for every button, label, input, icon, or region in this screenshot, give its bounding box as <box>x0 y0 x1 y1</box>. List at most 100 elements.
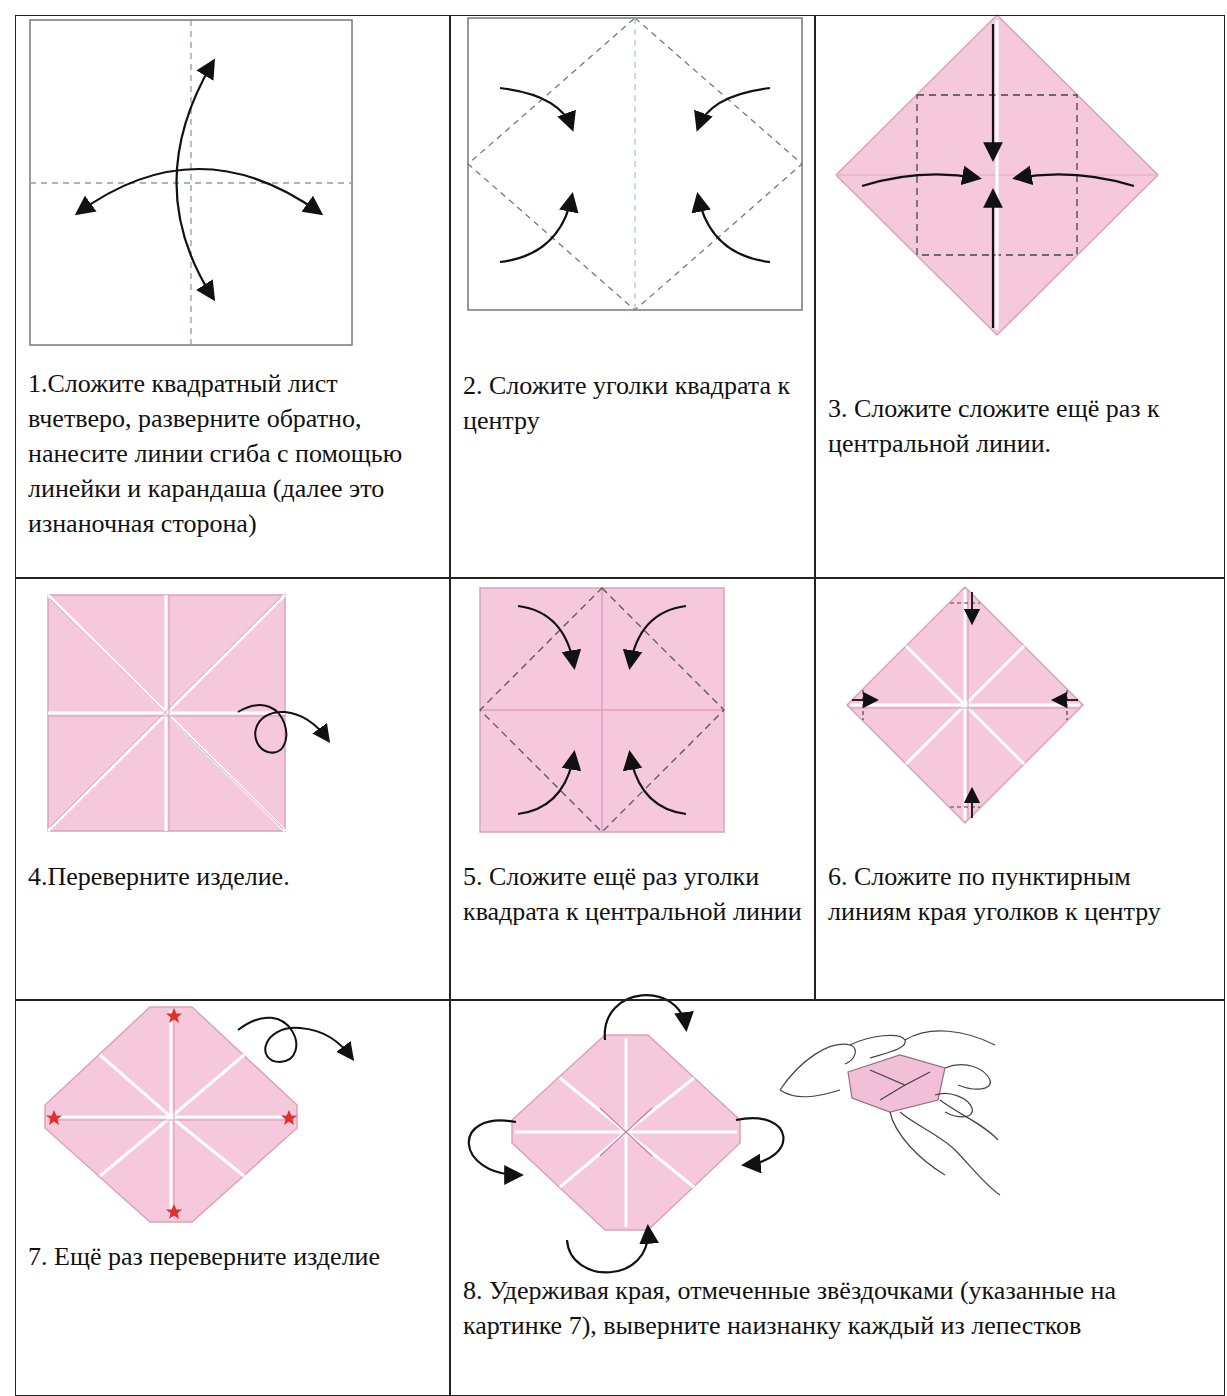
step7-octagon-part-part <box>171 1117 244 1176</box>
step4-square-part-part <box>50 597 281 827</box>
step6-diamond-part-part <box>906 705 965 764</box>
step6-diamond-part-part <box>965 705 1024 764</box>
step8-octagon-part <box>512 1035 740 1230</box>
step5-square-part <box>480 588 724 832</box>
hands-sketch-part <box>870 1070 930 1100</box>
step3-diamond-part <box>992 192 994 328</box>
step5-square <box>480 588 724 832</box>
step4-square-part <box>48 595 285 831</box>
step5-square-part <box>630 754 686 814</box>
step8-octagon-part-part <box>600 1108 652 1156</box>
step2-square-part <box>635 18 636 310</box>
step6-diamond <box>847 587 1083 823</box>
step6-diamond-part-part <box>950 806 980 807</box>
step8-octagon-part <box>567 1228 648 1272</box>
step8-octagon-part-part <box>560 1078 626 1132</box>
step6-diamond-part-part <box>906 646 965 705</box>
step7-octagon-part <box>48 1010 294 1219</box>
step-caption: 2. Сложите уголки квадрата к центру <box>463 368 804 438</box>
step6-diamond-part <box>971 790 973 818</box>
step4-square-part-part <box>48 595 285 831</box>
step-caption: 3. Сложите сложите ещё раз к центральной… <box>828 391 1214 461</box>
hands-sketch-part <box>850 1035 905 1058</box>
step7-octagon-part <box>166 1204 182 1219</box>
step2-square-part <box>468 18 802 310</box>
step-cell: 3. Сложите сложите ещё раз к центральной… <box>815 15 1225 578</box>
step5-square-part <box>630 606 686 666</box>
step-caption: 5. Сложите ещё раз уголки квадрата к цен… <box>463 859 804 929</box>
step5-square-part <box>480 709 724 711</box>
step-cell: 7. Ещё раз переверните изделие <box>15 1000 450 1396</box>
hands-sketch-part <box>905 1031 998 1140</box>
step8-octagon-part <box>600 1108 652 1156</box>
step-caption: 6. Сложите по пунктирным линиям края уго… <box>828 859 1214 929</box>
step4-square-part-part <box>48 595 285 831</box>
step1-square-part <box>177 62 214 298</box>
step8-octagon-part-part <box>600 1108 652 1156</box>
step5-square-part <box>518 606 574 666</box>
step4-square-part <box>48 595 285 831</box>
step8-octagon-part-part <box>626 1132 694 1187</box>
step6-diamond-part <box>847 587 1083 823</box>
step3-diamond-part <box>992 24 994 158</box>
step2-square-part <box>698 88 770 128</box>
step7-octagon-part <box>166 1008 182 1023</box>
step3-diamond-part <box>862 174 978 186</box>
step2-square-part <box>468 18 802 310</box>
step4-square-part <box>48 595 285 831</box>
step-cell: 1.Сложите квадратный лист вчетверо, разв… <box>15 15 450 578</box>
step6-diamond-part-part <box>950 602 980 603</box>
step1-square-part <box>190 20 191 345</box>
step6-diamond-part-part <box>862 690 863 720</box>
step7-octagon-part-part <box>100 1117 171 1176</box>
step7-octagon-part <box>281 1110 297 1125</box>
step-caption: 8. Удерживая края, отмеченные звёздочкам… <box>463 1273 1214 1343</box>
step8-octagon-part <box>469 1121 520 1175</box>
step6-diamond-part <box>850 590 1080 820</box>
step1-square-part <box>30 182 352 183</box>
step-cell: 8. Удерживая края, отмеченные звёздочкам… <box>450 1000 1225 1396</box>
step8-octagon <box>469 995 784 1272</box>
step7-octagon-part-part <box>174 1010 175 1219</box>
step7-octagon-part <box>46 1110 62 1125</box>
step6-diamond-part <box>863 603 1067 807</box>
step-cell: 4.Переверните изделие. <box>15 578 450 1000</box>
step1-square-part <box>30 20 352 345</box>
hands-sketch <box>780 1031 1000 1195</box>
step-cell: 2. Сложите уголки квадрата к центру <box>450 15 815 578</box>
step2-square-part <box>500 196 572 262</box>
step6-diamond-part <box>850 590 1080 820</box>
step6-diamond-part-part <box>965 646 1024 705</box>
step7-octagon-part-part <box>100 1055 171 1117</box>
step7-octagon-part <box>238 1018 352 1062</box>
hands-sketch-part <box>890 1112 945 1175</box>
step3-diamond-part <box>1016 174 1134 186</box>
step2-square-part <box>500 88 572 128</box>
step4-square <box>48 595 328 831</box>
step5-square-part <box>480 588 724 832</box>
step2-square <box>468 18 802 310</box>
step2-square-part <box>698 196 770 262</box>
step7-octagon <box>45 1007 352 1222</box>
step4-square-part <box>238 705 328 752</box>
step7-octagon-part <box>45 1007 297 1222</box>
hands-sketch-part <box>900 1112 1000 1195</box>
hands-sketch-part <box>780 1044 855 1097</box>
hands-sketch-part <box>935 1093 972 1116</box>
step3-diamond-part <box>836 15 1158 335</box>
step8-octagon-part <box>736 1118 783 1165</box>
step4-square-part-part <box>169 595 170 831</box>
step6-diamond-part-part <box>1066 690 1067 720</box>
step6-diamond-part <box>852 699 876 701</box>
step6-diamond-part <box>971 592 973 622</box>
step3-diamond <box>836 15 1158 335</box>
step-caption: 1.Сложите квадратный лист вчетверо, разв… <box>28 366 439 541</box>
step4-square-part-part <box>48 716 285 717</box>
step-caption: 4.Переверните изделие. <box>28 859 439 894</box>
step8-octagon-part <box>515 1038 737 1227</box>
step-caption: 7. Ещё раз переверните изделие <box>28 1239 439 1274</box>
step6-diamond-part <box>1054 699 1078 701</box>
step3-diamond-part <box>996 20 999 330</box>
